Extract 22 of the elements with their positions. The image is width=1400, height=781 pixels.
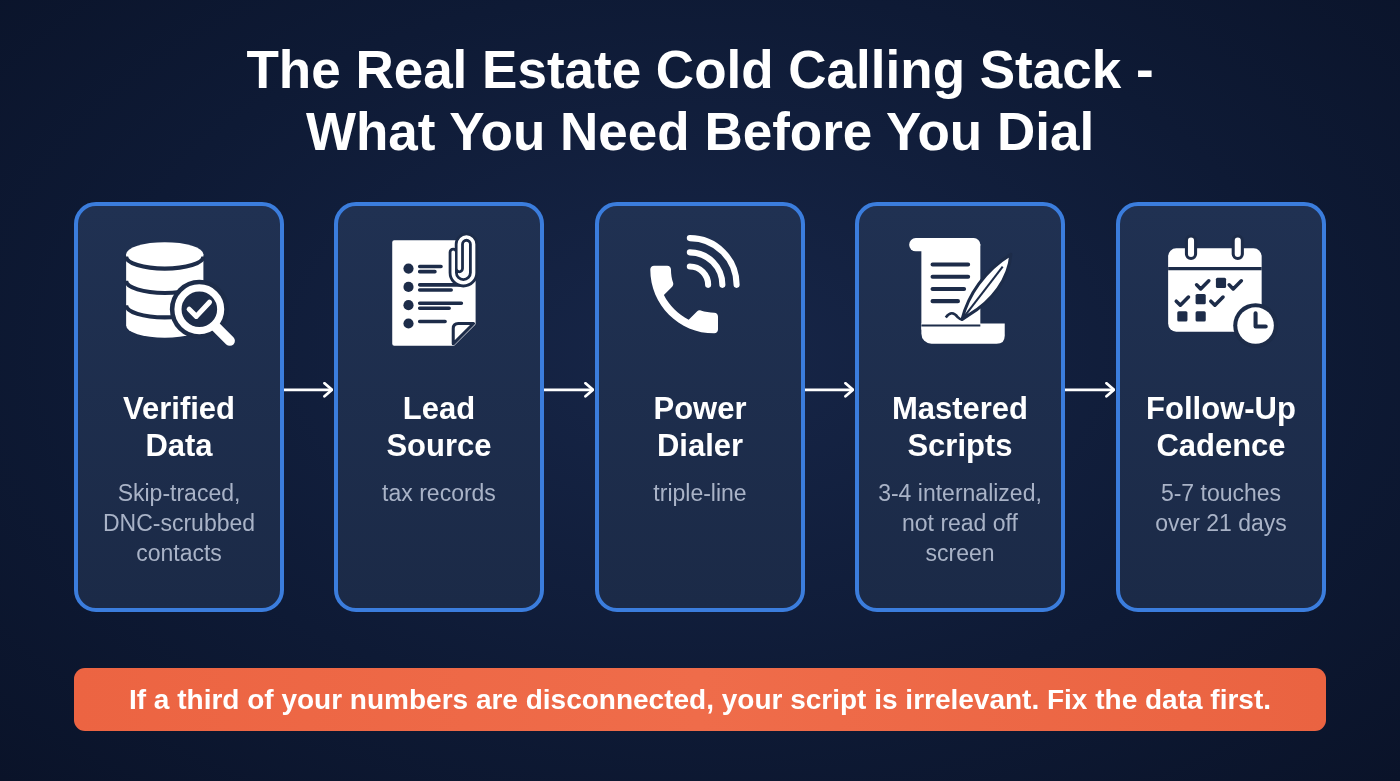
arrow	[1065, 381, 1116, 398]
card-title: Mastered Scripts	[891, 390, 1029, 464]
step-card	[74, 202, 284, 612]
step-card	[334, 202, 544, 612]
card-title: Lead Source	[385, 390, 493, 464]
callout-text: If a third of your numbers are disconnected, your script is irrelevant. Fix the data first.	[128, 683, 1272, 716]
arrow	[284, 381, 334, 398]
card-title: Follow-Up Cadence	[1145, 390, 1297, 464]
page-title: The Real Estate Cold Calling Stack - What You Need Before You Dial	[245, 39, 1155, 163]
card-description: tax records	[381, 479, 497, 508]
card-description: triple-line	[652, 479, 748, 508]
card-description: Skip-traced, DNC-scrubbed contacts	[102, 479, 256, 568]
card-description: 3-4 internalized, not read off screen	[877, 479, 1043, 568]
step-card	[595, 202, 805, 612]
step-card	[1116, 202, 1326, 612]
card-title: Power Dialer	[652, 390, 748, 464]
arrow	[805, 381, 855, 398]
callout-banner	[74, 668, 1326, 731]
arrow	[544, 381, 595, 398]
card-title: Verified Data	[122, 390, 236, 464]
step-card	[855, 202, 1065, 612]
card-description: 5-7 touches over 21 days	[1154, 479, 1288, 538]
